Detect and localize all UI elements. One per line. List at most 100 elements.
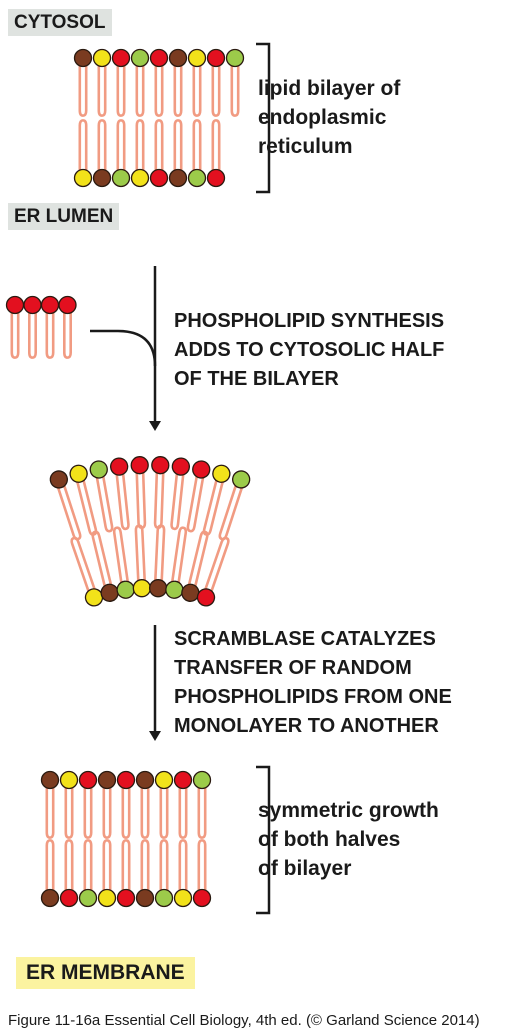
lipid-head-yellow	[212, 464, 231, 483]
lipid-head-green	[165, 580, 184, 599]
lower-lipid	[135, 839, 155, 908]
lipid-head-red	[23, 295, 42, 315]
lipid-tail	[218, 484, 244, 541]
lipid-tail	[56, 484, 82, 541]
new-phospholipids	[5, 295, 77, 359]
lipid-head-green	[89, 460, 108, 479]
lower-lipid	[78, 839, 98, 908]
lipid-tail	[102, 839, 112, 892]
curved-upper-lipid	[186, 460, 211, 533]
lipid-head-brown	[148, 579, 168, 598]
lipid-tail	[211, 64, 221, 117]
lipid-head-brown	[168, 168, 188, 188]
lipid-tail	[186, 475, 205, 533]
lipid-head-brown	[40, 770, 60, 790]
synthesis-step-line-2: ADDS TO CYTOSOLIC HALF	[174, 339, 445, 361]
symmetric-bilayer	[40, 770, 212, 908]
lipid-tail	[230, 64, 240, 117]
lipid-head-red	[149, 48, 169, 68]
top-bilayer-label-line-3: reticulum	[258, 135, 353, 158]
lipid-tail	[83, 839, 93, 892]
upper-lipid	[173, 770, 193, 839]
new-lipid	[5, 295, 25, 359]
lipid-tail	[83, 786, 93, 839]
lipid-head-yellow	[154, 770, 174, 790]
lipid-tail	[187, 530, 209, 588]
lipid-head-yellow	[97, 888, 117, 908]
curved-lower-lipid	[132, 524, 152, 598]
lipid-head-green	[154, 888, 174, 908]
upper-lipid	[225, 48, 245, 117]
lipid-head-yellow	[130, 168, 150, 188]
lower-lipid	[92, 119, 112, 188]
top-bracket	[256, 42, 271, 194]
lipid-head-green	[130, 48, 150, 68]
lipid-tail	[192, 119, 202, 172]
lipid-tail	[192, 64, 202, 117]
lipid-head-green	[225, 48, 245, 68]
lipid-head-red	[171, 457, 190, 476]
lipid-tail	[121, 839, 131, 892]
lipid-tail	[170, 472, 185, 531]
lower-lipid	[154, 839, 174, 908]
lower-lipid	[192, 839, 212, 908]
lipid-head-red	[206, 168, 226, 188]
lipid-head-brown	[135, 770, 155, 790]
lipid-tail	[116, 64, 126, 117]
lipid-tail	[64, 839, 74, 892]
top-bilayer-label: lipid bilayer of endoplasmic reticulum	[258, 74, 400, 161]
lipid-head-green	[111, 168, 131, 188]
lipid-tail	[173, 119, 183, 172]
lipid-head-red	[192, 460, 211, 479]
lipid-head-yellow	[69, 464, 88, 483]
lower-lipid	[130, 119, 150, 188]
scramblase-step-line-1: SCRAMBLASE CATALYZES	[174, 628, 436, 650]
upper-lipid	[59, 770, 79, 839]
lipid-head-red	[116, 888, 136, 908]
top-bilayer-label-line-1: lipid bilayer of	[258, 77, 401, 100]
lipid-head-green	[187, 168, 207, 188]
lipid-tail	[135, 119, 145, 172]
figure-caption: Figure 11-16a Essential Cell Biology, 4t…	[8, 1012, 480, 1029]
lipid-head-red	[111, 48, 131, 68]
bottom-bilayer-label-line-3: of bilayer	[258, 857, 352, 880]
lipid-tail	[154, 524, 166, 583]
synthesis-step-line-1: PHOSPHOLIPID SYNTHESIS	[174, 310, 445, 332]
curved-upper-lipid	[89, 460, 114, 533]
lipid-tail	[45, 786, 55, 839]
upper-lipid	[40, 770, 60, 839]
lipid-head-red	[78, 770, 98, 790]
lipid-tail	[10, 311, 20, 359]
lipid-head-brown	[97, 770, 117, 790]
lower-lipid	[173, 839, 193, 908]
upper-lipid	[111, 48, 131, 117]
lower-lipid	[40, 839, 60, 908]
scramblase-step-line-4: MONOLAYER TO ANOTHER	[174, 715, 439, 737]
top-bilayer-label-line-2: endoplasmic	[258, 106, 387, 129]
lipid-tail	[159, 786, 169, 839]
lipid-head-red	[149, 168, 169, 188]
lipid-tail	[64, 786, 74, 839]
lipid-tail	[97, 64, 107, 117]
lipid-head-green	[232, 470, 251, 489]
lipid-tail	[63, 311, 72, 359]
lipid-head-red	[116, 770, 136, 790]
lipid-tail	[97, 119, 107, 172]
lipid-head-red	[40, 295, 60, 315]
merge-arrow-curve	[90, 329, 157, 367]
lower-lipid	[187, 119, 207, 188]
lipid-head-red	[5, 295, 25, 315]
top-bilayer	[73, 48, 245, 188]
lipid-tail	[95, 475, 114, 533]
lipid-tail	[78, 64, 88, 117]
lipid-tail	[112, 526, 130, 585]
cytosol-tag: CYTOSOL	[8, 9, 112, 36]
er-lumen-tag: ER LUMEN	[8, 203, 120, 230]
new-lipid	[23, 295, 42, 359]
lipid-head-red	[58, 295, 77, 315]
lipid-head-red	[192, 888, 212, 908]
lipid-tail	[70, 536, 96, 593]
lipid-tail	[173, 64, 183, 117]
upper-lipid	[154, 770, 174, 839]
lipid-tail	[170, 526, 188, 585]
